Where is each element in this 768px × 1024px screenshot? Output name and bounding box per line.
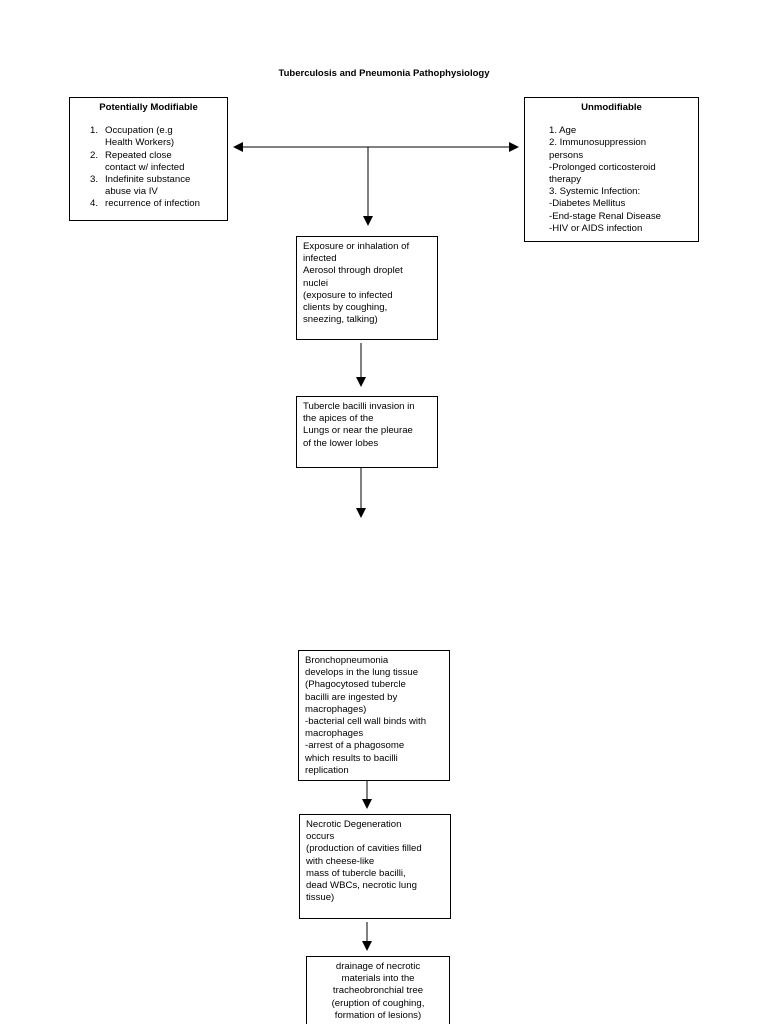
text-line: (exposure to infected [303,289,393,301]
text-line: sneezing, talking) [303,314,378,326]
text-line: mass of tubercle bacilli, [306,867,406,879]
text-line: nuclei [303,277,329,289]
text-line: clients by coughing, [303,302,388,314]
list-item-number: 1. [90,125,99,137]
text-line: Aerosol through droplet [303,265,403,277]
text-line: occurs [306,831,335,843]
text-line: drainage of necrotic [335,961,421,972]
text-line: -End-stage Renal Disease [549,210,661,222]
text-line: tissue) [306,892,335,904]
text-line: -Prolonged corticosteroid [549,161,656,173]
list-item-text: Indefinite substance [105,174,191,186]
list-item-text: Occupation (e.g [105,125,173,137]
text-line: -bacterial cell wall binds with [305,716,427,728]
potentially-modifiable-box: Potentially Modifiable 1. Occupation (e.g… [69,97,228,221]
text-line: 1. Age [549,125,577,137]
text-line: Exposure or inhalation of [303,241,410,252]
page-title: Tuberculosis and Pneumonia Pathophysiolo… [278,68,490,79]
box-heading: Unmodifiable [581,102,642,113]
text-line: macrophages [305,728,364,740]
text-line: bacilli are ingested by [305,691,398,703]
list-item-number: 4. [90,198,99,210]
text-line: macrophages) [305,703,367,715]
text-line: tracheobronchial tree [332,985,424,997]
text-line: Bronchopneumonia [305,655,389,666]
text-line: -HIV or AIDS infection [549,222,643,234]
text-line: Necrotic Degeneration [306,819,402,830]
list-item-number: 3. [90,174,99,186]
text-line: 2. Immunosuppression [549,137,647,149]
text-line: infected [303,253,337,265]
text-line: (Phagocytosed tubercle [305,679,406,691]
list-item-number: 2. [90,149,99,161]
list-item-text: contact w/ infected [105,161,185,173]
text-line: persons [549,149,584,161]
text-line: with cheese-like [306,855,375,867]
text-line: (production of cavities filled [306,843,422,855]
list-item: 4. recurrence of infection [78,198,219,210]
text-line: -Diabetes Mellitus [549,198,626,210]
text-line: -arrest of a phagosome [305,740,405,752]
text-line: materials into the [341,973,415,985]
list-item-text: Health Workers) [105,137,175,149]
text-line: which results to bacilli [305,752,398,764]
text-line: dead WBCs, necrotic lung [306,880,417,892]
list-item-text: abuse via IV [105,186,158,198]
text-line: develops in the lung tissue [305,667,419,679]
text-line: replication [305,764,349,776]
text-line: therapy [549,174,581,186]
text-line: of the lower lobes [303,437,379,449]
text-line: formation of lesions) [334,1009,422,1021]
list-item-text: Repeated close [105,149,172,161]
text-line: (eruption of coughing, [331,997,425,1009]
text-line: Tubercle bacilli invasion in [303,401,415,412]
text-line: Lungs or near the pleurae [303,425,413,437]
box-heading: Potentially Modifiable [99,102,198,113]
list-item-text: recurrence of infection [105,198,200,210]
text-line: 3. Systemic Infection: [549,186,641,198]
text-line: the apices of the [303,413,374,425]
